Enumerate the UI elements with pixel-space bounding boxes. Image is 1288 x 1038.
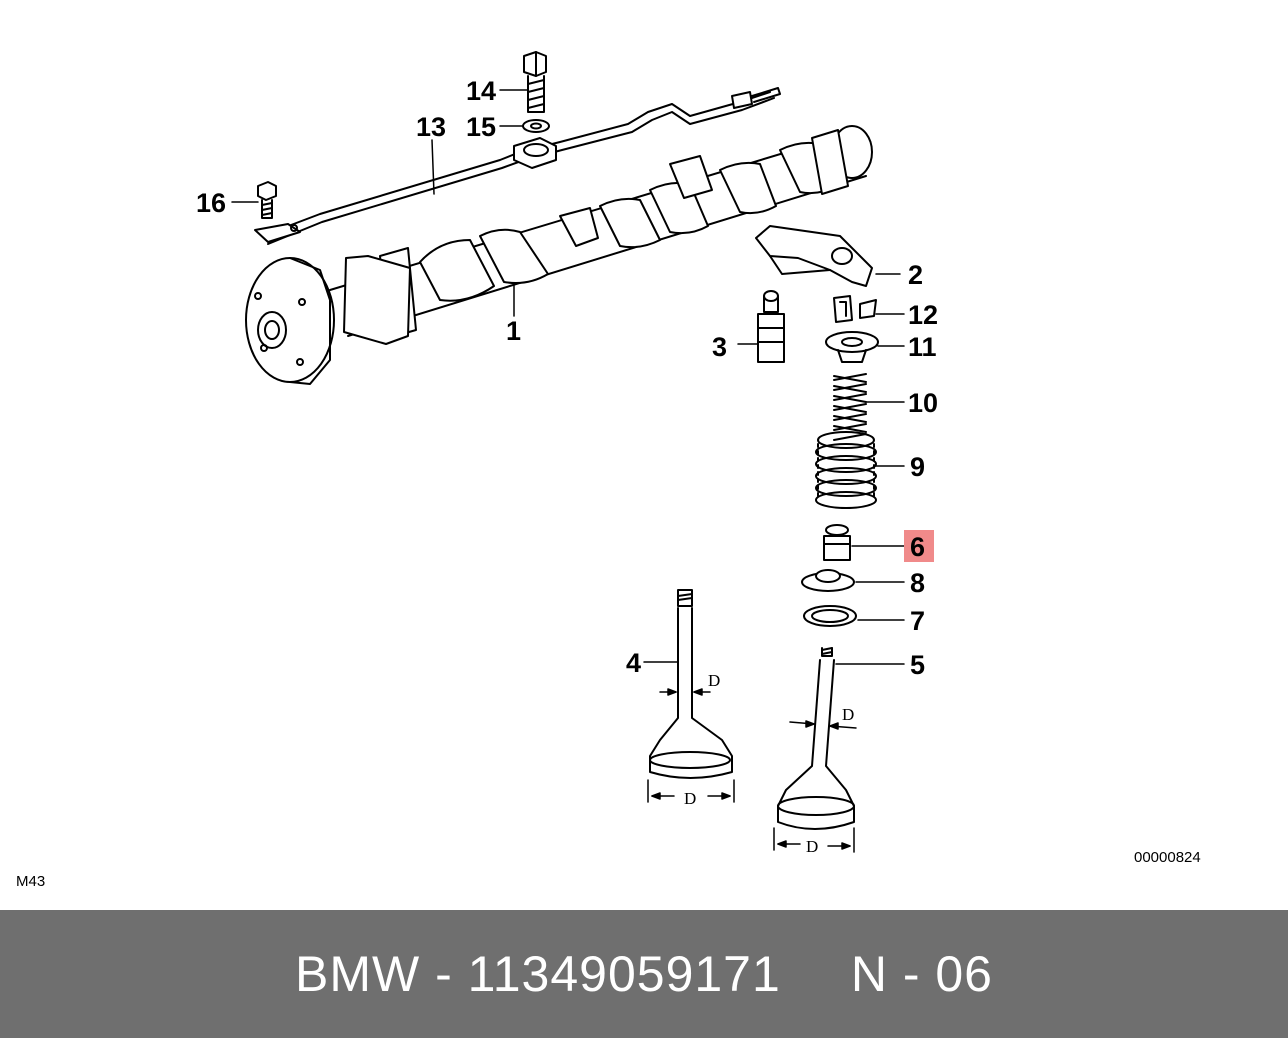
dimension-lines xyxy=(647,688,857,853)
spring-seat xyxy=(801,569,855,592)
diagram-code: M43 xyxy=(16,873,45,890)
callout-16: 16 xyxy=(196,188,226,218)
callout-6: 6 xyxy=(910,532,925,562)
oil-pipe xyxy=(254,87,781,245)
bolt-16 xyxy=(257,181,277,219)
callout-15: 15 xyxy=(466,112,496,142)
callout-10: 10 xyxy=(908,388,938,418)
callout-14: 14 xyxy=(466,76,496,106)
diagram-position-text: N - 06 xyxy=(850,946,993,1002)
callout-3: 3 xyxy=(712,332,727,362)
valve-left xyxy=(649,589,733,779)
dim-label-right-stem: D xyxy=(842,705,854,724)
washer-15 xyxy=(522,119,550,133)
valve-stem-seal xyxy=(823,524,851,561)
callout-4: 4 xyxy=(626,648,641,678)
shim-washer xyxy=(803,605,857,627)
parts-diagram: 1 2 3 4 5 6 7 8 9 10 11 12 13 14 15 16 D… xyxy=(16,51,1201,890)
leader-lines xyxy=(231,89,905,665)
drawing-number: 00000824 xyxy=(1134,849,1201,866)
dimension-labels: D D D D xyxy=(684,671,854,856)
camshaft xyxy=(245,125,873,385)
callout-12: 12 xyxy=(908,300,938,330)
part-number-text: BMW - 11349059171 xyxy=(295,946,781,1002)
callout-5: 5 xyxy=(910,650,925,680)
valve-right xyxy=(777,647,855,830)
outer-valve-spring xyxy=(815,431,877,509)
dim-label-left-head: D xyxy=(684,789,696,808)
dim-label-left-stem: D xyxy=(708,671,720,690)
callout-9: 9 xyxy=(910,452,925,482)
rocker-arm xyxy=(755,225,873,287)
spring-retainer xyxy=(825,331,879,363)
callout-7: 7 xyxy=(910,606,925,636)
callout-8: 8 xyxy=(910,568,925,598)
inner-valve-spring xyxy=(833,373,867,441)
callout-2: 2 xyxy=(908,260,923,290)
dim-label-right-head: D xyxy=(806,837,818,856)
callout-1: 1 xyxy=(506,316,521,346)
valve-keepers xyxy=(833,295,877,323)
callout-11: 11 xyxy=(908,332,937,362)
highlight-box xyxy=(904,530,934,562)
part-number-banner: BMW - 11349059171 N - 06 xyxy=(0,910,1288,1038)
hydraulic-tappet xyxy=(757,290,785,363)
callouts: 1 2 3 4 5 6 7 8 9 10 11 12 13 14 15 16 xyxy=(196,76,938,680)
bolt-14 xyxy=(523,51,547,113)
callout-13: 13 xyxy=(416,112,446,142)
